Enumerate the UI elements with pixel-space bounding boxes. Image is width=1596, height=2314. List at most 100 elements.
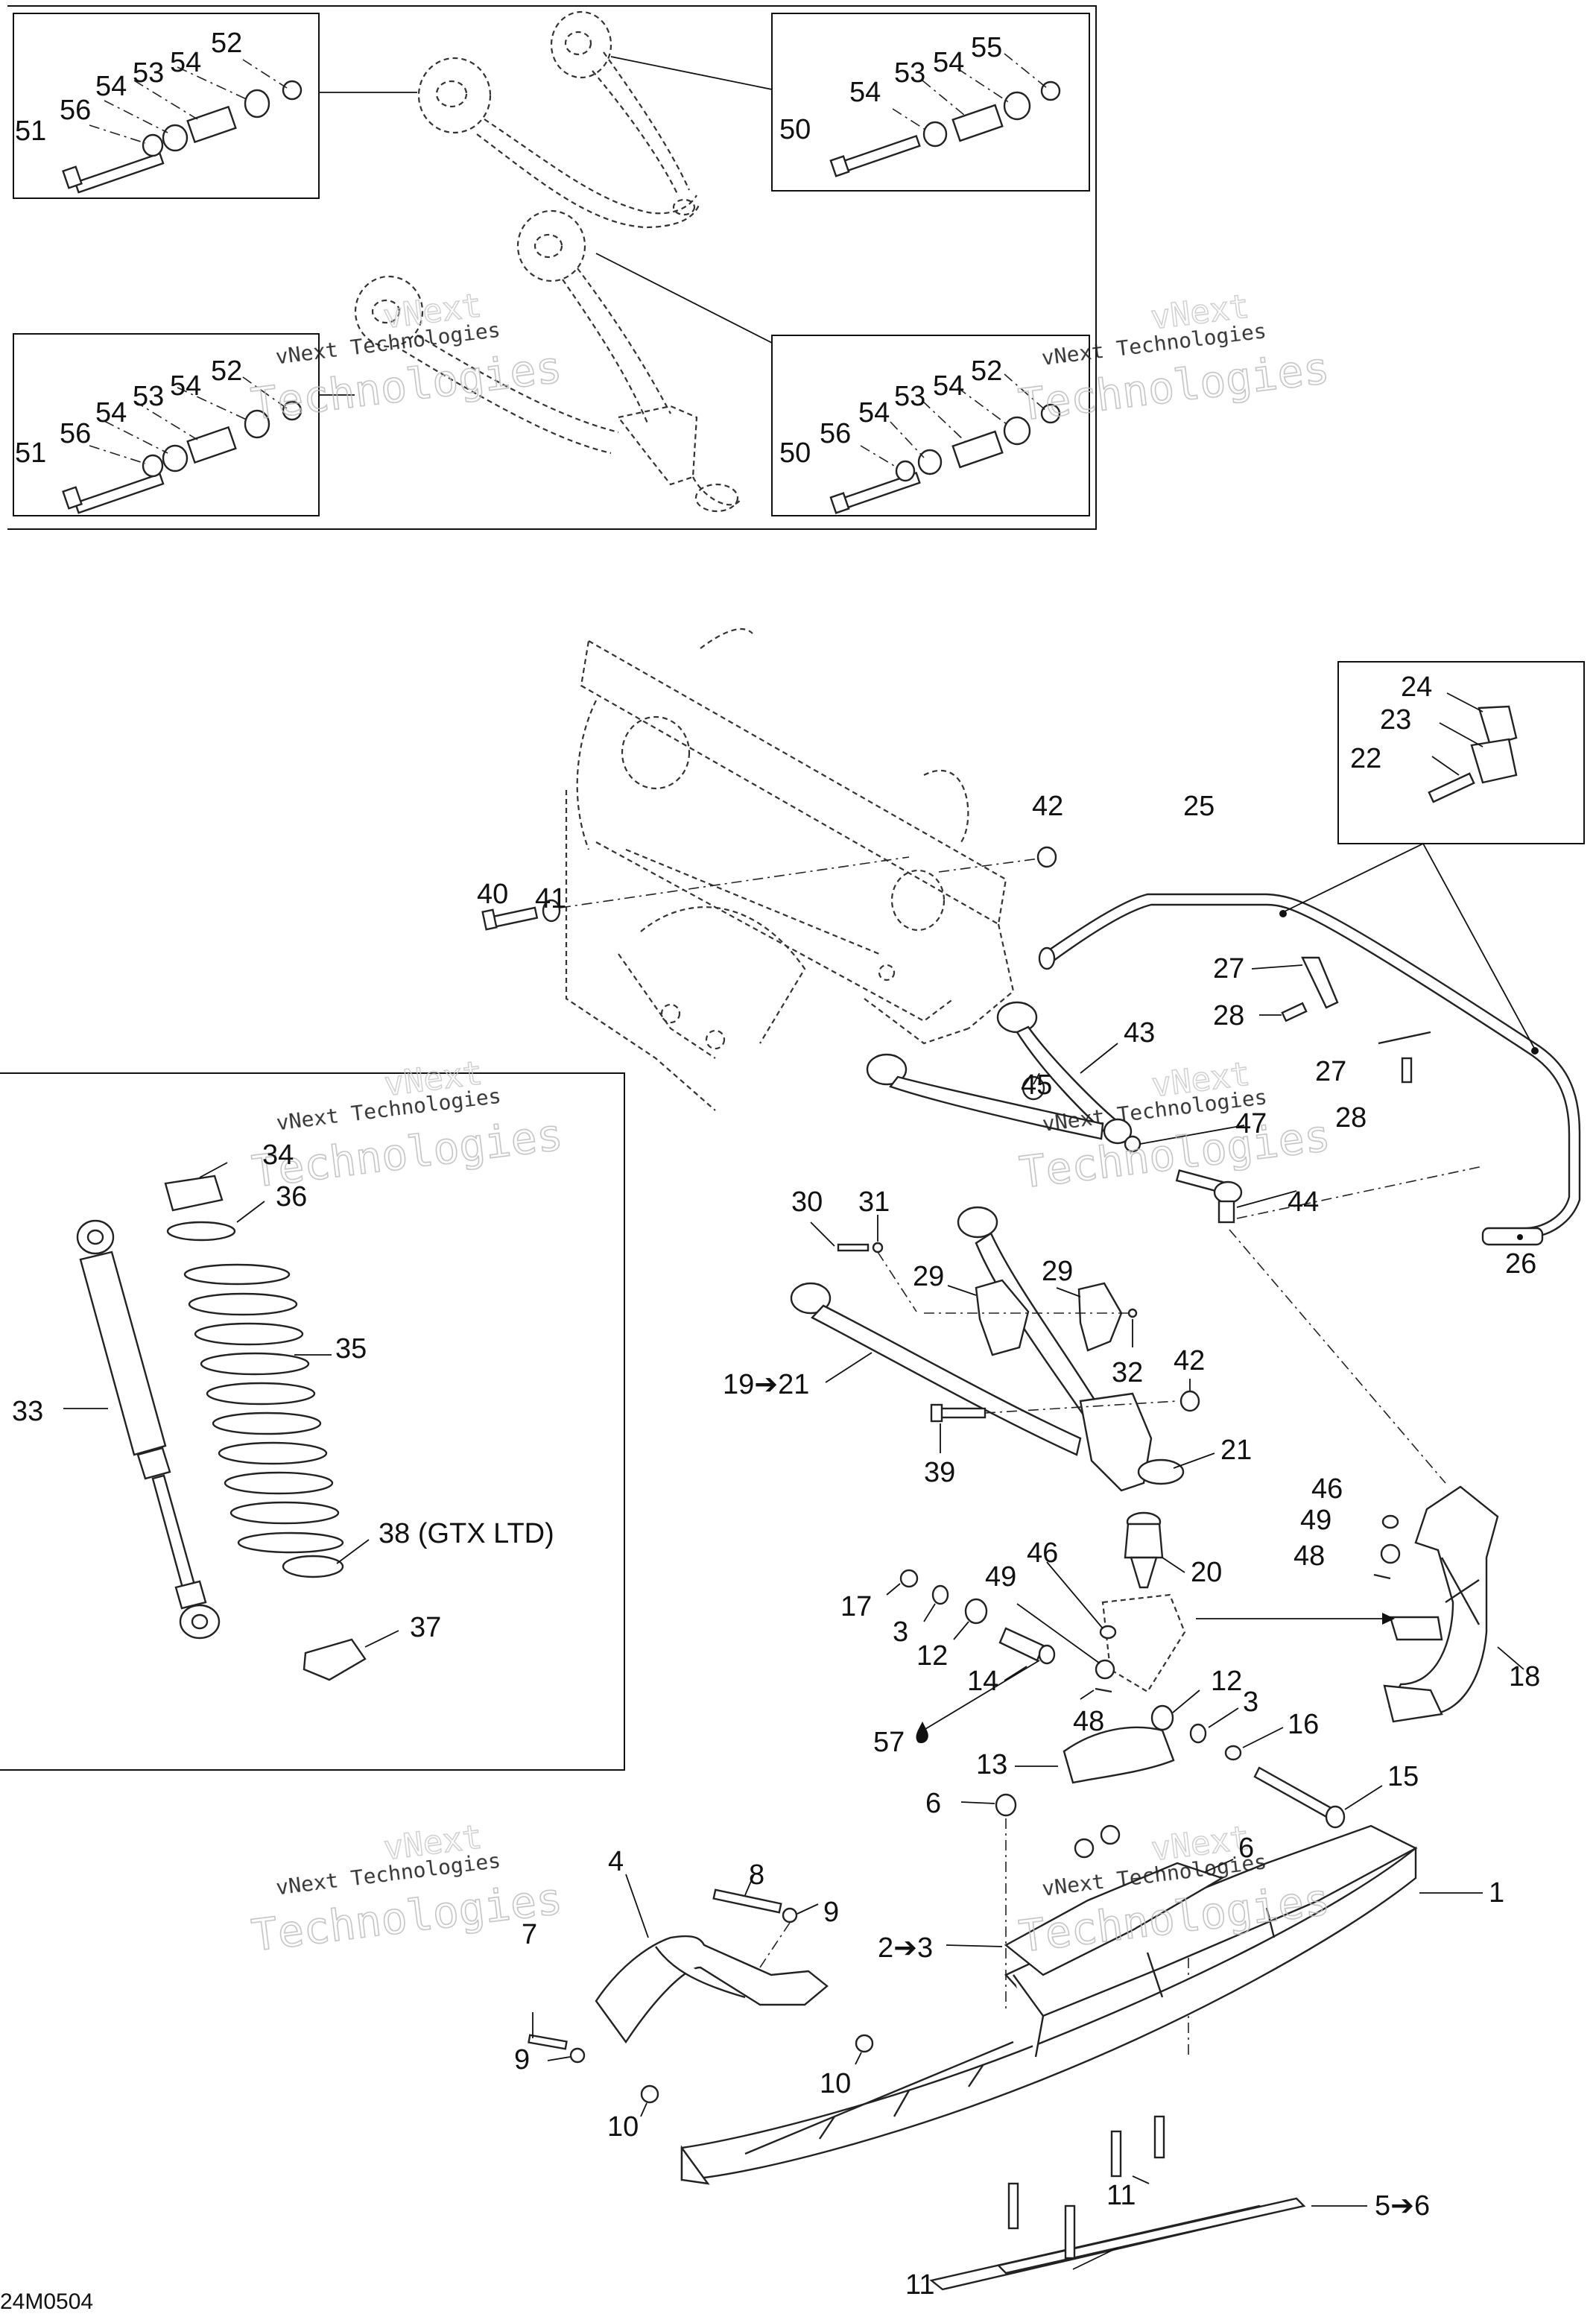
bolt-50: [837, 134, 921, 174]
nut-mount-a: [1074, 1838, 1095, 1859]
callout-1: 1: [1489, 1877, 1504, 1909]
washer-3-left: [931, 1584, 949, 1605]
bushing-54: [244, 89, 270, 118]
stopper-13: [1063, 1726, 1175, 1784]
bolt-39: [939, 1407, 987, 1419]
callout-52: 52: [211, 355, 242, 387]
callout-11: 11: [905, 2269, 934, 2301]
washer-54: [162, 124, 189, 152]
callout-47: 47: [1235, 1108, 1267, 1139]
chassis-frame-outline: [565, 628, 1015, 1111]
sleeve-14: [998, 1627, 1056, 1665]
callout-54: 54: [933, 47, 964, 78]
callout-39: 39: [924, 1457, 955, 1488]
washer-3-right: [1189, 1723, 1207, 1744]
screw-30: [837, 1243, 870, 1252]
sleeve-53: [186, 426, 237, 464]
bushing-54: [1003, 91, 1031, 121]
washer-54: [162, 444, 189, 472]
callout-50: 50: [779, 437, 811, 469]
callout-29: 29: [1042, 1256, 1073, 1287]
sleeve-53: [951, 430, 1004, 469]
callout-10: 10: [820, 2068, 851, 2099]
spring-stopper-38: [282, 1555, 344, 1578]
nut-10-right: [855, 2034, 874, 2053]
sway-bar-25: [1038, 893, 1581, 1246]
knuckle-outline: [1101, 1593, 1186, 1693]
washer-46: [1381, 1514, 1399, 1529]
callout-51: 51: [15, 116, 46, 147]
callout-21: 21: [1220, 1435, 1252, 1466]
callout-20: 20: [1191, 1557, 1222, 1588]
nut-52: [282, 400, 303, 421]
callout-38: 38 (GTX LTD): [379, 1518, 554, 1549]
spindle-18: [1383, 1485, 1499, 1723]
callout-42: 42: [1032, 791, 1063, 822]
callout-52: 52: [211, 28, 242, 59]
bolt-40: [481, 906, 539, 931]
cotter-pin-48: [1095, 1687, 1112, 1693]
callout-54: 54: [95, 71, 127, 102]
washer-31: [872, 1242, 884, 1254]
callout-54: 54: [95, 397, 127, 429]
diagram-code: 24M0504: [0, 2289, 93, 2314]
bushing-24: [1478, 705, 1518, 747]
washer-56: [142, 454, 164, 478]
callout-51: 51: [15, 437, 46, 469]
nut-52: [1040, 403, 1061, 424]
callout-24: 24: [1401, 671, 1432, 703]
callout-6: 6: [925, 1788, 941, 1819]
callout-9: 9: [823, 1897, 839, 1928]
callout-37: 37: [410, 1612, 441, 1643]
callout-8: 8: [749, 1859, 764, 1891]
sleeve-53: [186, 105, 237, 144]
callout-7: 7: [522, 1919, 537, 1950]
callout-45: 45: [1021, 1069, 1052, 1101]
callout-54: 54: [170, 370, 201, 402]
retaining-ring-21: [1137, 1458, 1185, 1485]
callout-48: 48: [1293, 1540, 1325, 1572]
callout-35: 35: [335, 1333, 367, 1365]
nut-42-upper: [1036, 846, 1057, 868]
callout-56: 56: [820, 418, 851, 449]
ball-joint-20: [1124, 1511, 1164, 1589]
callout-32: 32: [1112, 1357, 1143, 1388]
nut-49: [1380, 1543, 1401, 1564]
callout-29: 29: [913, 1261, 944, 1292]
inset-upper-right: [610, 13, 1090, 192]
callout-54: 54: [849, 77, 881, 108]
callout-30: 30: [791, 1186, 823, 1218]
callout-49: 49: [985, 1561, 1016, 1593]
callout-48: 48: [1073, 1706, 1104, 1737]
tie-rod-end-44: [1175, 1169, 1243, 1224]
bolt-8: [712, 1888, 782, 1914]
callout-31: 31: [858, 1186, 890, 1218]
callout-5-6: 5➔6: [1375, 2190, 1430, 2222]
callout-14: 14: [967, 1666, 998, 1697]
bushing-54: [244, 409, 270, 439]
runner-5-6: [929, 2115, 1306, 2291]
inset-lower-right: [595, 253, 1090, 516]
spring-seat-36: [166, 1221, 236, 1242]
callout-33: 33: [12, 1396, 43, 1427]
callout-4: 4: [608, 1846, 624, 1877]
nut-6-left: [995, 1793, 1017, 1817]
upper-a-arm-outline: [417, 10, 700, 229]
callout-19-21: 19➔21: [723, 1369, 809, 1400]
nut-52: [282, 80, 303, 101]
lower-a-arm-outline: [354, 209, 743, 513]
clamp-23: [1470, 738, 1518, 784]
callout-34: 34: [262, 1139, 294, 1171]
inset-lower-left: [13, 333, 355, 516]
upper-a-arm-43: [866, 1001, 1141, 1153]
callout-53: 53: [894, 381, 925, 412]
callout-17: 17: [840, 1591, 872, 1622]
washer-56: [895, 460, 916, 482]
callout-42: 42: [1174, 1345, 1205, 1376]
bolt-51: [74, 472, 165, 514]
callout-28: 28: [1335, 1102, 1367, 1134]
callout-12: 12: [916, 1640, 948, 1672]
shock-absorber-panel: [0, 1072, 625, 1771]
callout-41: 41: [535, 883, 566, 914]
